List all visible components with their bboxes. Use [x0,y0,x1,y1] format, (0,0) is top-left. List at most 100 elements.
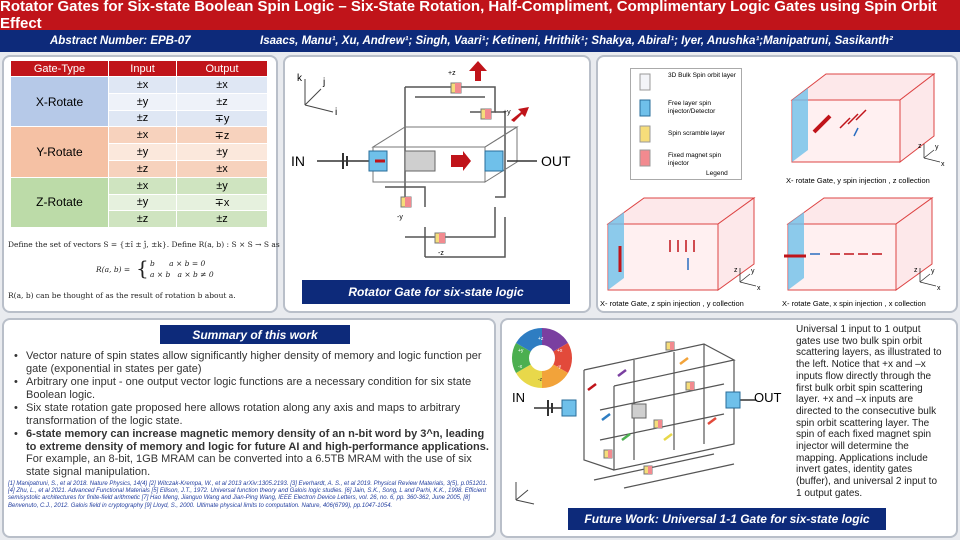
table-cell: ±x [107,126,178,145]
future-caption: Future Work: Universal 1-1 Gate for six-… [568,508,886,530]
plus-y-label: +y [503,109,511,116]
collection-caption-top: X- rotate Gate, y spin injection , z col… [786,176,930,185]
arrow-icon [812,114,832,134]
collection-caption-right: X- rotate Gate, x spin injection , x col… [782,299,926,308]
references: [1] Manipatruni, S., et al 2018. Nature … [8,481,488,509]
table-cell: ±z [107,109,178,128]
axis-label: x [757,285,761,292]
future-diagram: +z +x -y -z -x +y IN OUT [511,328,782,505]
table-cell: ±y [107,92,178,111]
future-panel [500,318,958,538]
future-in-label: IN [512,390,525,405]
math-eq-brace: { [136,256,149,280]
group-x-rotate: X-Rotate [10,75,109,128]
wheel-label: +y [518,348,524,354]
legend-item-bulk: 3D Bulk Spin orbit layer [668,72,736,79]
spin-scramble-core [404,150,436,172]
axis-label: z [914,267,918,274]
table-cell: ±x [107,76,178,94]
axis-k-label: k [297,73,303,84]
summary-bullet-bold: 6-state memory can increase magnetic mem… [10,428,490,478]
poster-title: Rotator Gates for Six-state Boolean Spin… [0,0,960,32]
plus-z-label: +z [448,70,456,77]
axis-label: y [751,268,755,275]
table-cell: ±x [107,176,178,195]
axis-label: x [941,161,945,168]
wheel-label: -z [538,377,543,383]
header-output: Output [176,60,268,77]
summary-bullet: Six state rotation gate proposed here al… [10,402,490,427]
out-label: OUT [541,153,571,169]
legend-item-scramble: Spin scramble layer [668,130,726,137]
axis-label: x [937,285,941,292]
header-input: Input [107,60,178,77]
small-gates [603,341,695,475]
group-y-rotate: Y-Rotate [10,126,109,178]
summary-title: Summary of this work [160,325,350,344]
gate-table: Gate-Type Input Output X-Rotate ±x ±x ±y… [10,60,268,229]
axis-label: y [931,268,935,275]
collection-diagram-left: z y x [606,197,761,292]
math-explanation: R(a, b) can be thought of as the result … [8,291,236,300]
axis-i-label: i [335,107,337,118]
wheel-label: +x [557,348,563,354]
math-eq-case1: b a × b = 0 [150,259,206,268]
collection-diagram-right: z y x [784,197,941,292]
legend-item-free: Free layer spin injector/Detector [668,100,716,115]
table-cell: ∓z [176,126,268,145]
collection-diagram-top: z y x [790,72,945,168]
arrow-diag-icon [511,107,529,122]
arrow-up-icon [469,61,487,81]
legend-title: Legend [706,170,728,177]
colored-arrows [587,357,717,441]
axis-label: z [734,267,738,274]
author-bar: Abstract Number: EPB-07 Isaacs, Manu¹, X… [0,30,960,52]
wheel-label: +z [538,336,544,342]
minus-y-label: -y [397,214,403,221]
header-gate-type: Gate-Type [10,60,109,77]
table-cell: ±y [176,143,268,161]
axes-icon [304,79,334,113]
axis-label: z [918,143,922,150]
abstract-number: Abstract Number: EPB-07 [50,35,191,47]
summary-bullet: Vector nature of spin states allow signi… [10,350,490,375]
math-definition: Define the set of vectors S = {±î ± ĵ, ±… [8,240,280,249]
table-cell: ±y [176,176,268,195]
axis-j-label: j [322,77,325,88]
minus-z-label: -z [438,250,444,257]
spin-color-wheel: +z +x -y -z -x +y [511,328,573,388]
summary-list: Vector nature of spin states allow signi… [10,350,490,479]
table-cell: ±z [107,210,178,229]
future-out-label: OUT [754,390,782,405]
rotator-caption: Rotator Gate for six-state logic [302,280,570,304]
table-cell: ∓x [176,193,268,212]
rotator-panel [283,55,591,313]
table-cell: ±x [176,76,268,94]
wheel-label: -y [557,364,562,370]
table-cell: ∓y [176,109,268,128]
math-eq-case2: a × b a × b ≠ 0 [150,270,214,279]
bold-text: 6-state memory can increase magnetic mem… [26,428,489,453]
authors: Isaacs, Manu¹, Xu, Andrew¹; Singh, Vaari… [260,35,893,47]
group-z-rotate: Z-Rotate [10,176,109,229]
math-eq-lhs: R(a, b) = [96,265,131,274]
legend-item-fixed: Fixed magnet spin injector [668,152,722,167]
normal-text: For example, an 8-bit, 1GB MRAM can be c… [26,453,472,478]
table-cell: ±y [107,143,178,161]
table-row: Y-Rotate ±x ∓z [10,126,268,178]
table-cell: ±y [107,193,178,212]
free-layer-detector [484,150,504,172]
collection-caption-left: X- rotate Gate, z spin injection , y col… [600,299,744,308]
table-cell: ±x [176,159,268,178]
table-row: X-Rotate ±x ±x [10,75,268,128]
legend-swatches [639,73,651,167]
rotator-diagram: k j i IN OUT +z +y -y -z [291,61,571,258]
wheel-label: -x [518,364,523,370]
table-row: Z-Rotate ±x ±y [10,176,268,229]
table-cell: ±z [176,92,268,111]
table-cell: ±z [176,210,268,229]
future-description: Universal 1 input to 1 output gates use … [796,324,942,499]
axis-label: y [935,144,939,151]
table-cell: ±z [107,159,178,178]
summary-bullet: Arbitrary one input - one output vector … [10,376,490,401]
